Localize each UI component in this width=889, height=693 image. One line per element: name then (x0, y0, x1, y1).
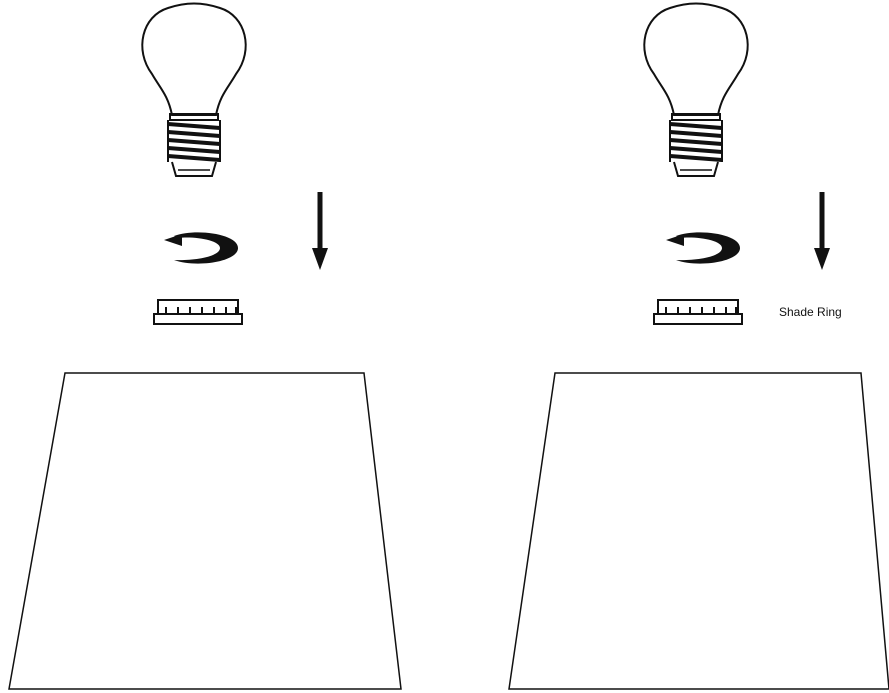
rotate-counterclockwise-icon (666, 232, 740, 264)
lamp-shade (508, 372, 889, 690)
light-bulb-icon (141, 2, 247, 177)
rotate-counterclockwise-icon (164, 232, 238, 264)
arrow-down-icon (312, 192, 328, 270)
left-step (8, 2, 402, 690)
shade-ring-icon (153, 299, 243, 325)
right-step (508, 2, 889, 690)
light-bulb-icon (643, 2, 749, 177)
lamp-shade (8, 372, 402, 690)
shade-ring-icon (653, 299, 743, 325)
shade-ring-label: Shade Ring (779, 305, 842, 319)
arrow-down-icon (814, 192, 830, 270)
